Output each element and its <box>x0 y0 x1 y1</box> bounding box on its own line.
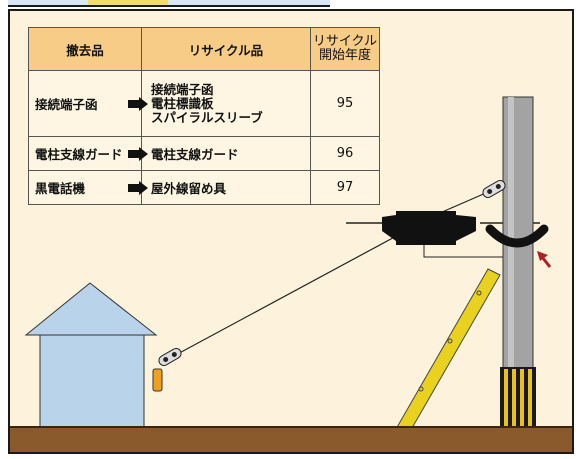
table-header-row: 撤去品 リサイクル品 リサイクル 開始年度 <box>28 27 380 71</box>
recycled-item: 接続端子函 <box>151 81 214 97</box>
spiral-sleeve <box>485 224 549 248</box>
guy-wire-guard <box>395 268 501 436</box>
table-row: 電柱支線ガード 電柱支線ガード 96 <box>28 136 380 171</box>
arrow-right-icon <box>128 180 148 195</box>
recycled-list: 接続端子函 電柱標識板 スパイラルスリーブ <box>151 81 263 125</box>
table-row: 黒電話機 屋外線留め具 97 <box>28 170 380 205</box>
diagram-frame: 撤去品 リサイクル品 リサイクル 開始年度 接続端子函 接続端子函 電柱標識板 … <box>8 9 574 454</box>
scene-illustration <box>24 96 552 436</box>
header-removed: 撤去品 <box>28 27 142 71</box>
ground <box>10 426 572 452</box>
header-year: リサイクル 開始年度 <box>310 27 380 71</box>
year-cell: 96 <box>310 136 380 171</box>
terminal-box-icon <box>396 211 456 245</box>
year-cell: 95 <box>310 70 380 137</box>
title-strip <box>8 0 330 7</box>
box-bracket <box>423 243 505 258</box>
recycled-item: 屋外線留め具 <box>151 181 227 196</box>
recycle-table: 撤去品 リサイクル品 リサイクル 開始年度 接続端子函 接続端子函 電柱標識板 … <box>28 27 380 205</box>
removed-cell: 接続端子函 <box>35 97 98 112</box>
table-row: 接続端子函 接続端子函 電柱標識板 スパイラルスリーブ 95 <box>28 70 380 137</box>
recycled-item: 電柱標識板 <box>151 95 214 111</box>
pointer-arrow-icon <box>540 256 552 268</box>
arrow-right-icon <box>128 146 148 161</box>
pole-highlight <box>508 97 514 433</box>
title-accent <box>88 0 168 5</box>
header-recycled: リサイクル品 <box>141 27 311 71</box>
insulator-icon <box>482 180 506 198</box>
removed-cell: 電柱支線ガード <box>35 147 123 162</box>
recycled-item: スパイラルスリーブ <box>151 109 263 125</box>
recycled-item: 電柱支線ガード <box>151 147 239 162</box>
house-icon <box>24 282 163 432</box>
removed-cell: 黒電話機 <box>35 181 86 196</box>
year-cell: 97 <box>310 170 380 205</box>
house-insulator-icon <box>158 348 182 366</box>
drop-wire <box>171 232 403 358</box>
header-year-label: リサイクル 開始年度 <box>312 34 378 63</box>
arrow-right-icon <box>128 96 148 111</box>
